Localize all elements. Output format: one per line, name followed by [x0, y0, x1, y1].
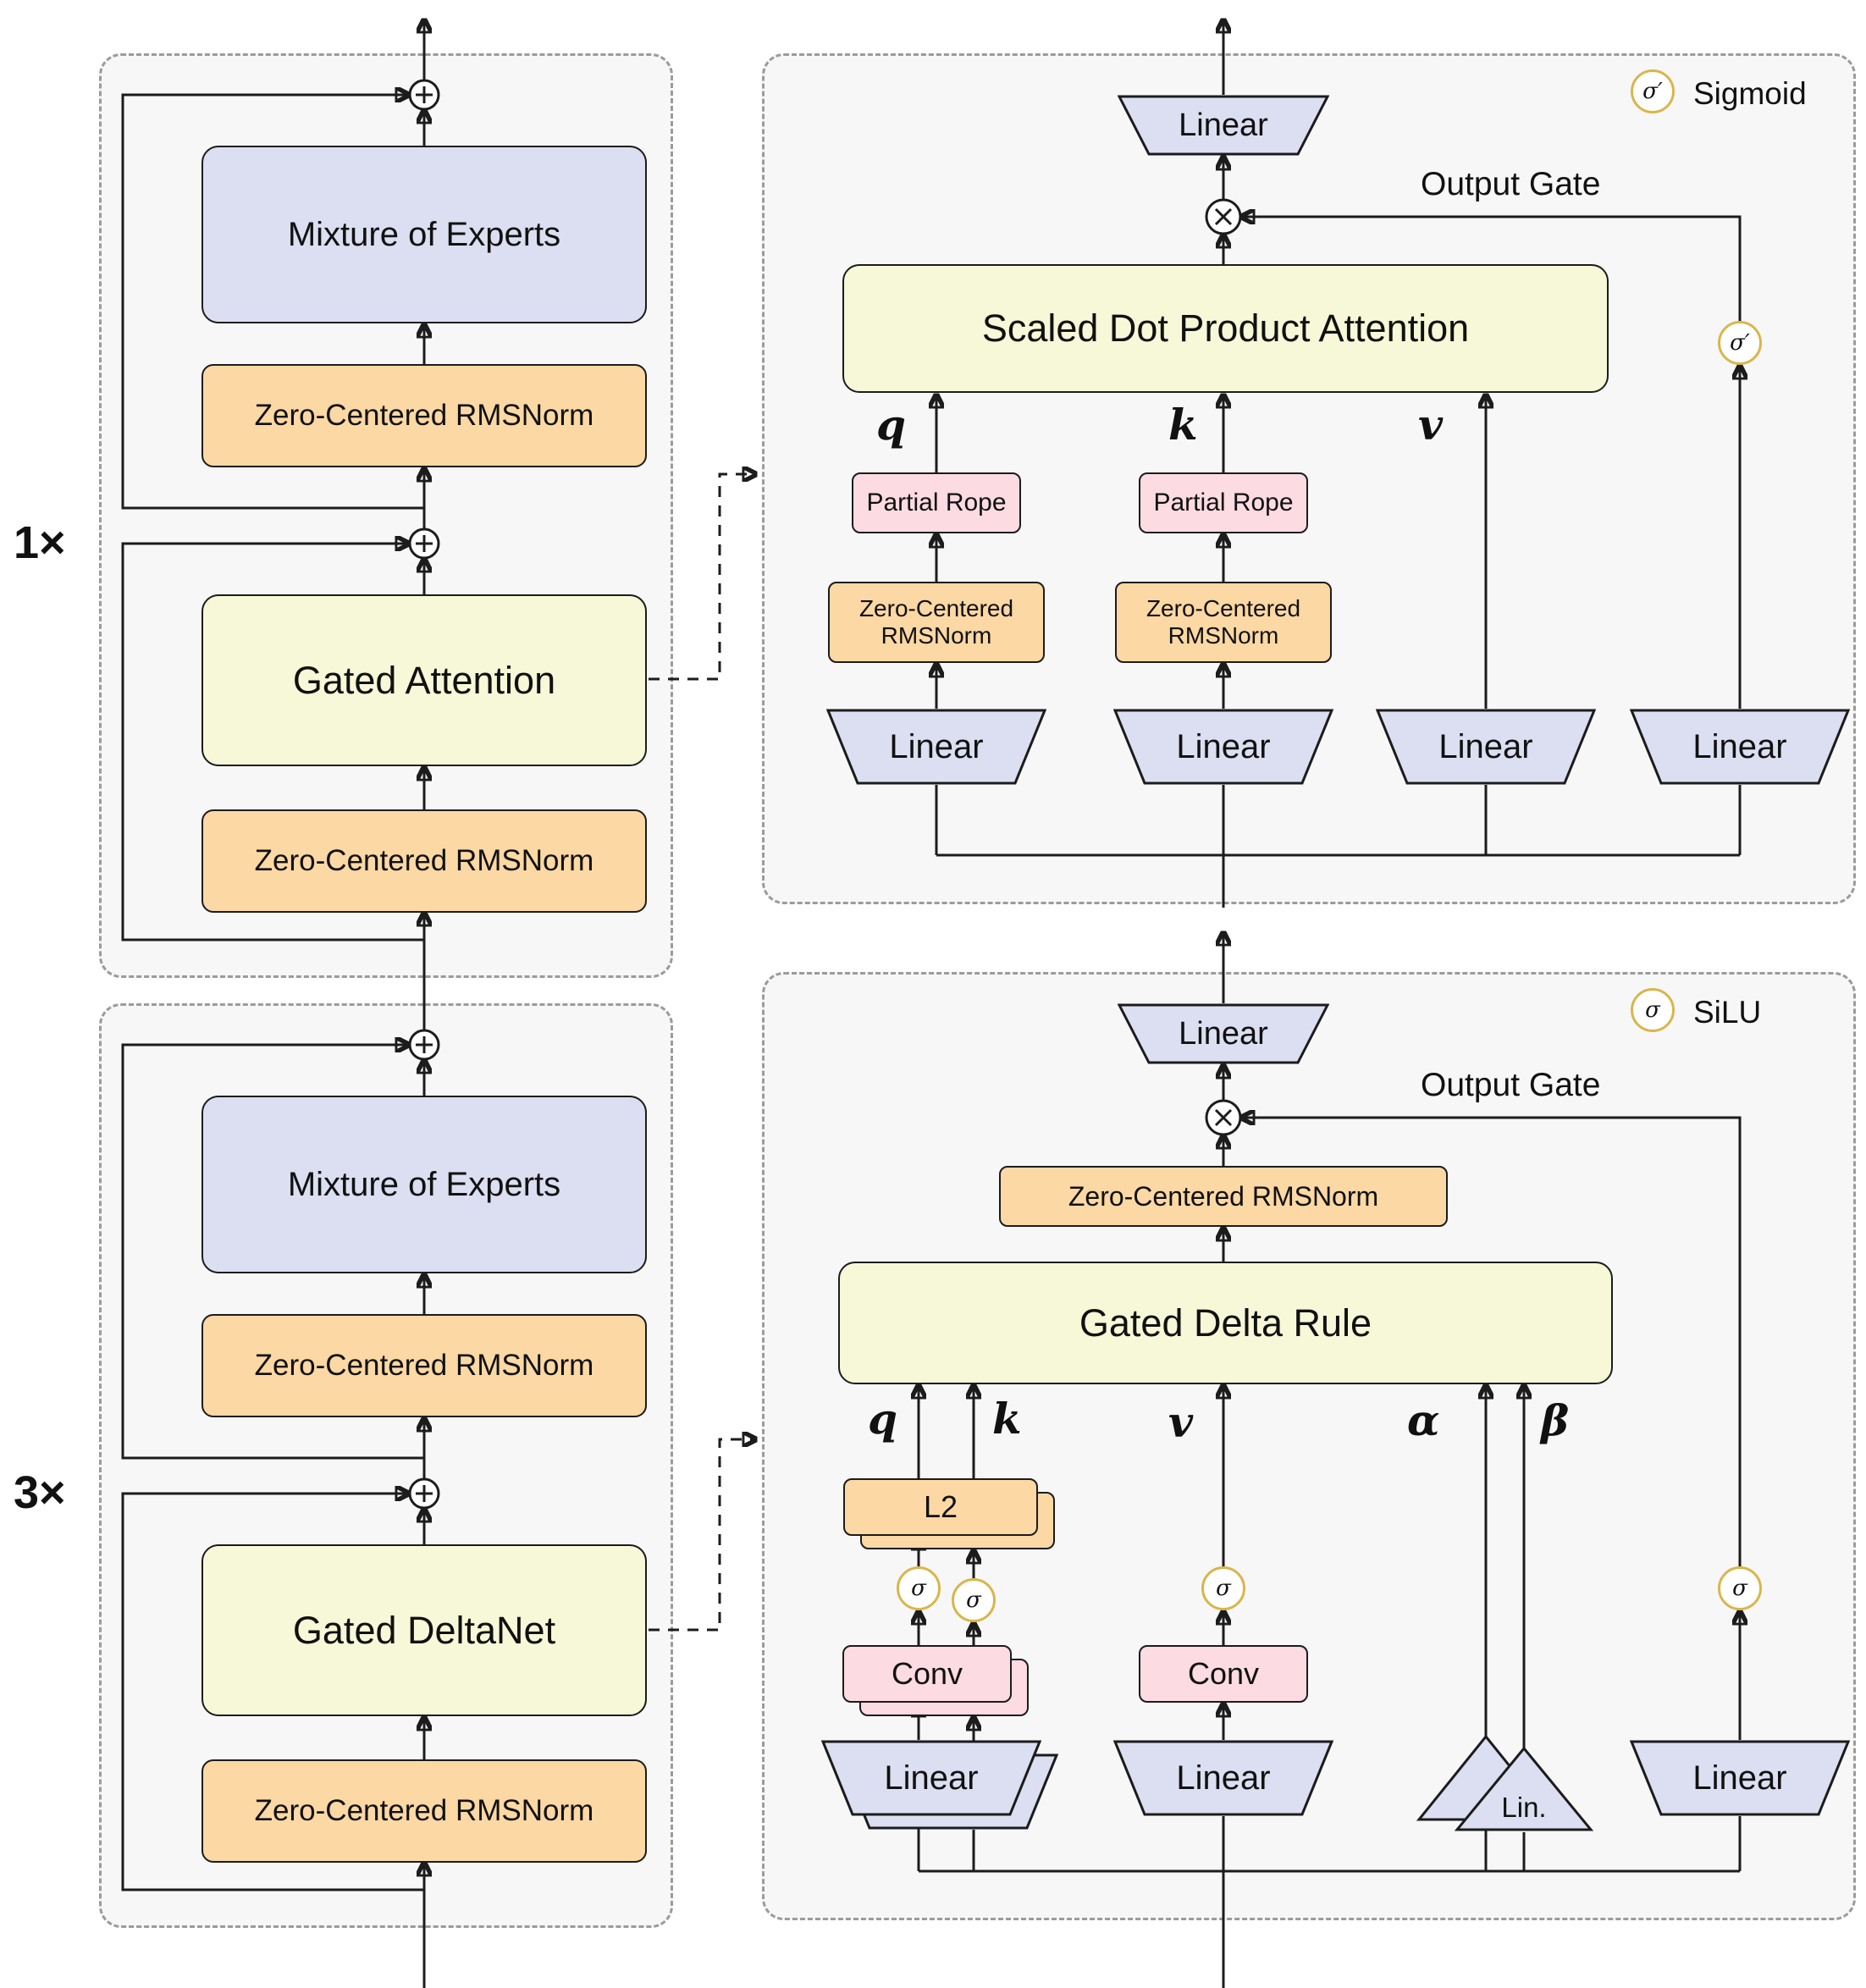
k-label: k	[1168, 400, 1198, 450]
k-linear: Linear	[1113, 709, 1333, 785]
gated-attention-block: Gated Attention	[202, 594, 647, 766]
gate-linear-label: Linear	[1692, 727, 1787, 765]
q-label: q	[868, 1394, 897, 1444]
attn-output-linear-label: Linear	[1179, 107, 1268, 143]
gated-delta-rule-block: Gated Delta Rule	[838, 1262, 1613, 1384]
moe-block: Mixture of Experts	[202, 146, 647, 323]
silu-legend-icon: σ	[1631, 988, 1675, 1032]
deltanet-output-linear: Linear	[1118, 1003, 1329, 1064]
trapezoid-shape	[826, 709, 1046, 785]
gate-linear: Linear	[1630, 1740, 1850, 1816]
v-linear: Linear	[1113, 1740, 1333, 1816]
k-linear-label: Linear	[1176, 727, 1271, 765]
partial-rope-block: Partial Rope	[1139, 472, 1308, 533]
rmsnorm-small-block: Zero-Centered RMSNorm	[828, 582, 1045, 663]
qk-linear: Linear	[821, 1740, 1041, 1816]
sigmoid-legend-icon: σ′	[1631, 69, 1675, 113]
q-linear-label: Linear	[889, 727, 984, 765]
trapezoid-shape	[1376, 709, 1596, 785]
trapezoid-shape	[1630, 709, 1850, 785]
conv-block: Conv	[842, 1645, 1012, 1703]
repeat-count-deltanet: 3×	[14, 1467, 66, 1518]
silu-icon-back: σ	[952, 1578, 996, 1622]
rmsnorm-block: Zero-Centered RMSNorm	[999, 1166, 1448, 1227]
trapezoid-shape	[1630, 1740, 1850, 1816]
rmsnorm-small-block: Zero-Centered RMSNorm	[1115, 582, 1332, 663]
silu-gate-icon: σ	[1718, 1566, 1762, 1610]
rmsnorm-block: Zero-Centered RMSNorm	[202, 1759, 647, 1863]
sigma-symbol: σ	[966, 1588, 981, 1613]
conv-block: Conv	[1139, 1645, 1308, 1703]
beta-lin-proj: Lin.	[1455, 1746, 1593, 1832]
rmsnorm-block: Zero-Centered RMSNorm	[202, 809, 647, 913]
alpha-label: α	[1407, 1395, 1440, 1445]
legend-label-silu: SiLU	[1693, 995, 1762, 1030]
v-label: v	[1418, 400, 1444, 450]
trapezoid-shape	[821, 1740, 1041, 1816]
qk-linear-label: Linear	[884, 1759, 979, 1797]
trapezoid-shape	[1118, 1003, 1329, 1064]
repeat-count-attention: 1×	[14, 517, 66, 568]
scaled-dot-product-attention-block: Scaled Dot Product Attention	[842, 264, 1609, 393]
sigma-symbol: σ	[1645, 997, 1660, 1023]
sigma-prime-symbol: σ′	[1642, 79, 1663, 104]
triangle-shape	[1455, 1746, 1593, 1831]
output-gate-label: Output Gate	[1421, 1067, 1601, 1103]
sigma-symbol: σ	[1216, 1576, 1231, 1601]
v-linear-label: Linear	[1176, 1759, 1271, 1797]
deltanet-output-linear-label: Linear	[1179, 1015, 1268, 1052]
k-label: k	[992, 1394, 1022, 1444]
q-linear: Linear	[826, 709, 1046, 785]
attn-output-linear: Linear	[1118, 95, 1329, 156]
gated-deltanet-block: Gated DeltaNet	[202, 1544, 647, 1716]
legend-label-sigmoid: Sigmoid	[1693, 76, 1807, 111]
gate-linear-label: Linear	[1692, 1759, 1787, 1797]
v-linear: Linear	[1376, 709, 1596, 785]
l2-norm-block: L2	[843, 1478, 1038, 1536]
rmsnorm-block: Zero-Centered RMSNorm	[202, 364, 647, 467]
output-gate-label: Output Gate	[1421, 166, 1601, 202]
trapezoid-shape	[1113, 1740, 1333, 1816]
moe-block: Mixture of Experts	[202, 1096, 647, 1273]
gate-linear: Linear	[1630, 709, 1850, 785]
v-linear-label: Linear	[1438, 727, 1533, 765]
q-label: q	[876, 400, 906, 450]
silu-icon: σ	[897, 1566, 941, 1610]
partial-rope-block: Partial Rope	[852, 472, 1021, 533]
silu-icon: σ	[1201, 1566, 1245, 1610]
v-label: v	[1168, 1397, 1194, 1447]
rmsnorm-block: Zero-Centered RMSNorm	[202, 1314, 647, 1417]
sigmoid-gate-icon: σ′	[1718, 321, 1762, 365]
beta-label: β	[1541, 1395, 1570, 1445]
sigma-prime-symbol: σ′	[1730, 330, 1750, 356]
sigma-symbol: σ	[911, 1576, 926, 1601]
trapezoid-shape	[1118, 95, 1329, 156]
trapezoid-shape	[1113, 709, 1333, 785]
sigma-symbol: σ	[1732, 1576, 1747, 1601]
lin-proj-label: Lin.	[1501, 1792, 1547, 1823]
